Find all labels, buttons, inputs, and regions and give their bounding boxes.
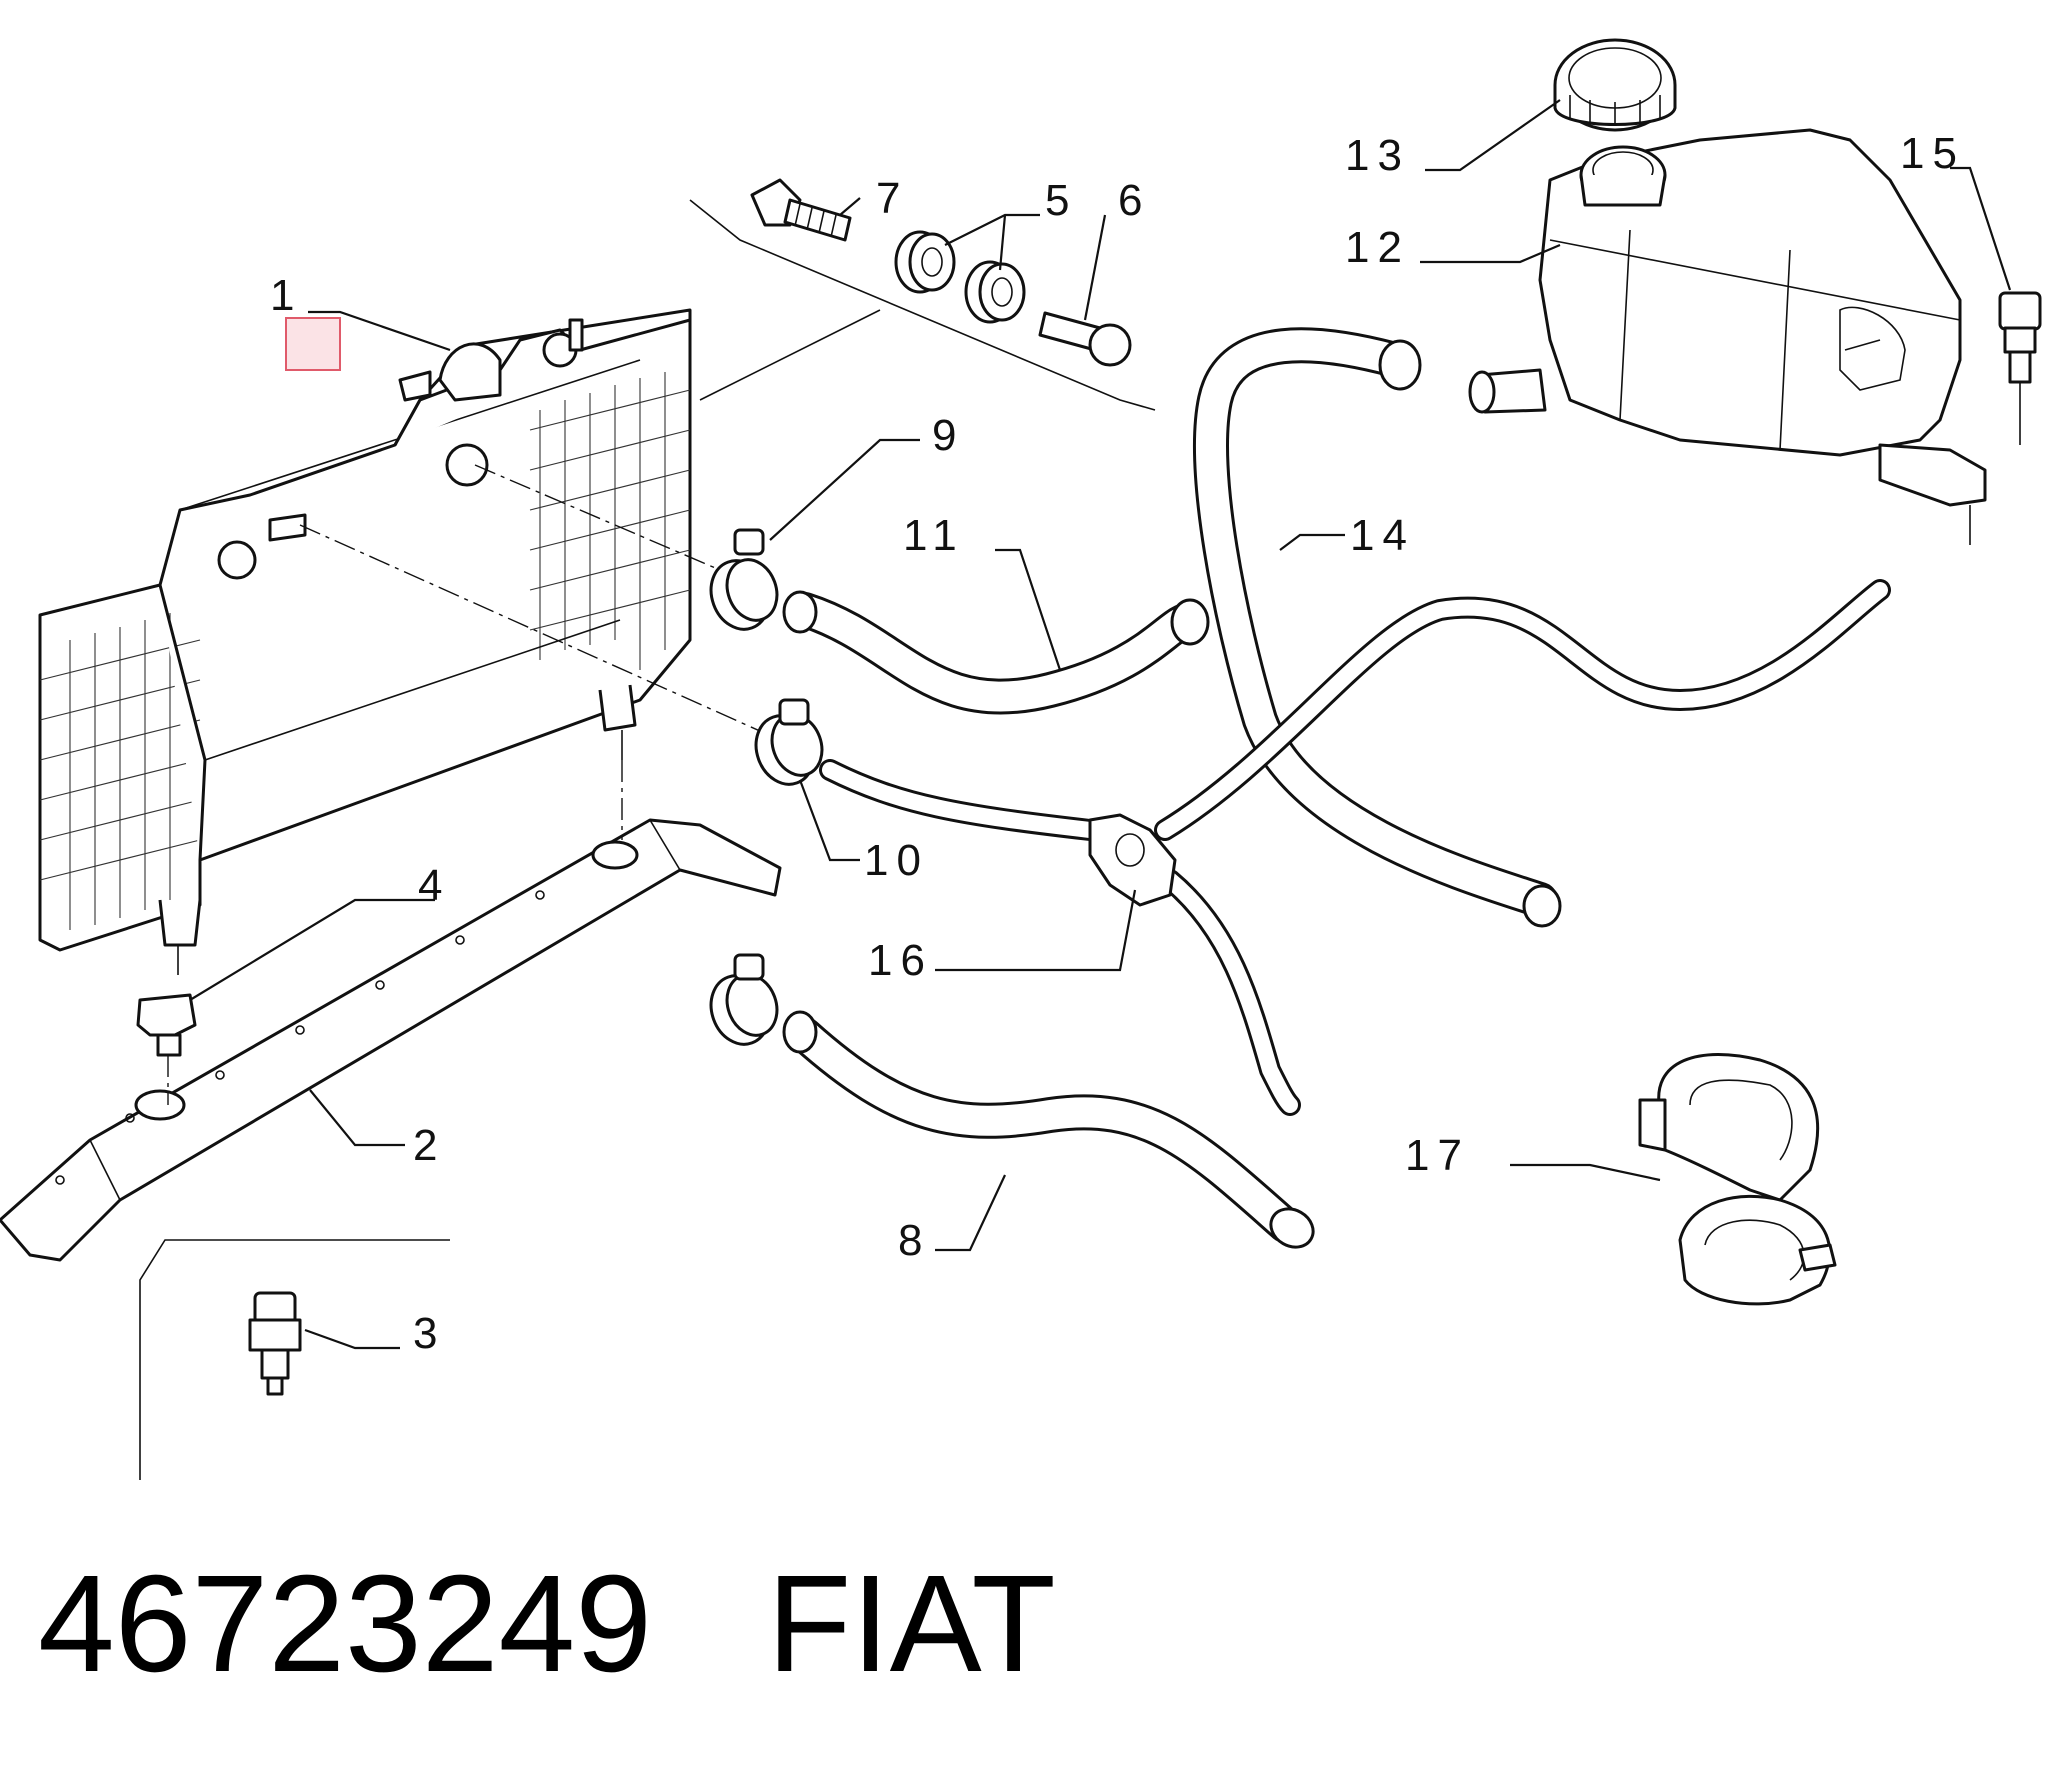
inset-bracket-top xyxy=(689,199,1156,411)
hose-11 xyxy=(782,590,1210,715)
crossmember xyxy=(0,818,782,1262)
callout-4: 4 xyxy=(418,861,450,910)
callout-13: 13 xyxy=(1345,131,1410,180)
mount-bolt xyxy=(750,178,852,242)
small-hose-network xyxy=(819,579,1891,1116)
t-connector xyxy=(1088,813,1177,907)
highlight-marker xyxy=(285,317,341,371)
callout-14: 14 xyxy=(1350,511,1415,560)
bushing-b xyxy=(964,260,1026,324)
callout-15: 15 xyxy=(1900,129,1965,178)
callout-1: 1 xyxy=(270,271,302,320)
hose-clamp-lower xyxy=(709,953,779,1046)
inset-bracket-bottom xyxy=(139,1239,450,1480)
callout-17: 17 xyxy=(1405,1131,1470,1180)
hose-clamp-9 xyxy=(709,528,779,631)
inset-leader xyxy=(699,309,881,401)
mount-pin xyxy=(1038,311,1132,367)
callout-7: 7 xyxy=(876,174,908,223)
hose-8 xyxy=(782,1010,1315,1249)
callout-8: 8 xyxy=(898,1216,930,1265)
radiator xyxy=(38,308,692,975)
callout-5: 5 xyxy=(1045,176,1077,225)
callout-9: 9 xyxy=(932,411,964,460)
tank-cap xyxy=(1553,38,1677,132)
hose-clip xyxy=(1638,1052,1837,1306)
callout-3: 3 xyxy=(413,1309,445,1358)
hose-clamp-10 xyxy=(754,698,824,786)
expansion-tank xyxy=(1468,128,1987,545)
callout-6: 6 xyxy=(1118,176,1150,225)
part-number: 46723249 xyxy=(38,1547,652,1701)
callout-12: 12 xyxy=(1345,223,1410,272)
brand-name: FIAT xyxy=(767,1547,1056,1701)
callout-11: 11 xyxy=(903,511,965,560)
tank-bolt xyxy=(1998,291,2042,445)
leader-lines xyxy=(189,99,2012,1350)
bushing-a xyxy=(894,230,956,294)
callout-16: 16 xyxy=(868,936,933,985)
part-footer: 46723249 FIAT xyxy=(38,1555,1056,1693)
rubber-mount xyxy=(136,760,623,1105)
callout-10: 10 xyxy=(864,836,929,885)
hose-14 xyxy=(1193,327,1562,928)
callout-2: 2 xyxy=(413,1121,445,1170)
drain-bolt xyxy=(248,1291,302,1396)
